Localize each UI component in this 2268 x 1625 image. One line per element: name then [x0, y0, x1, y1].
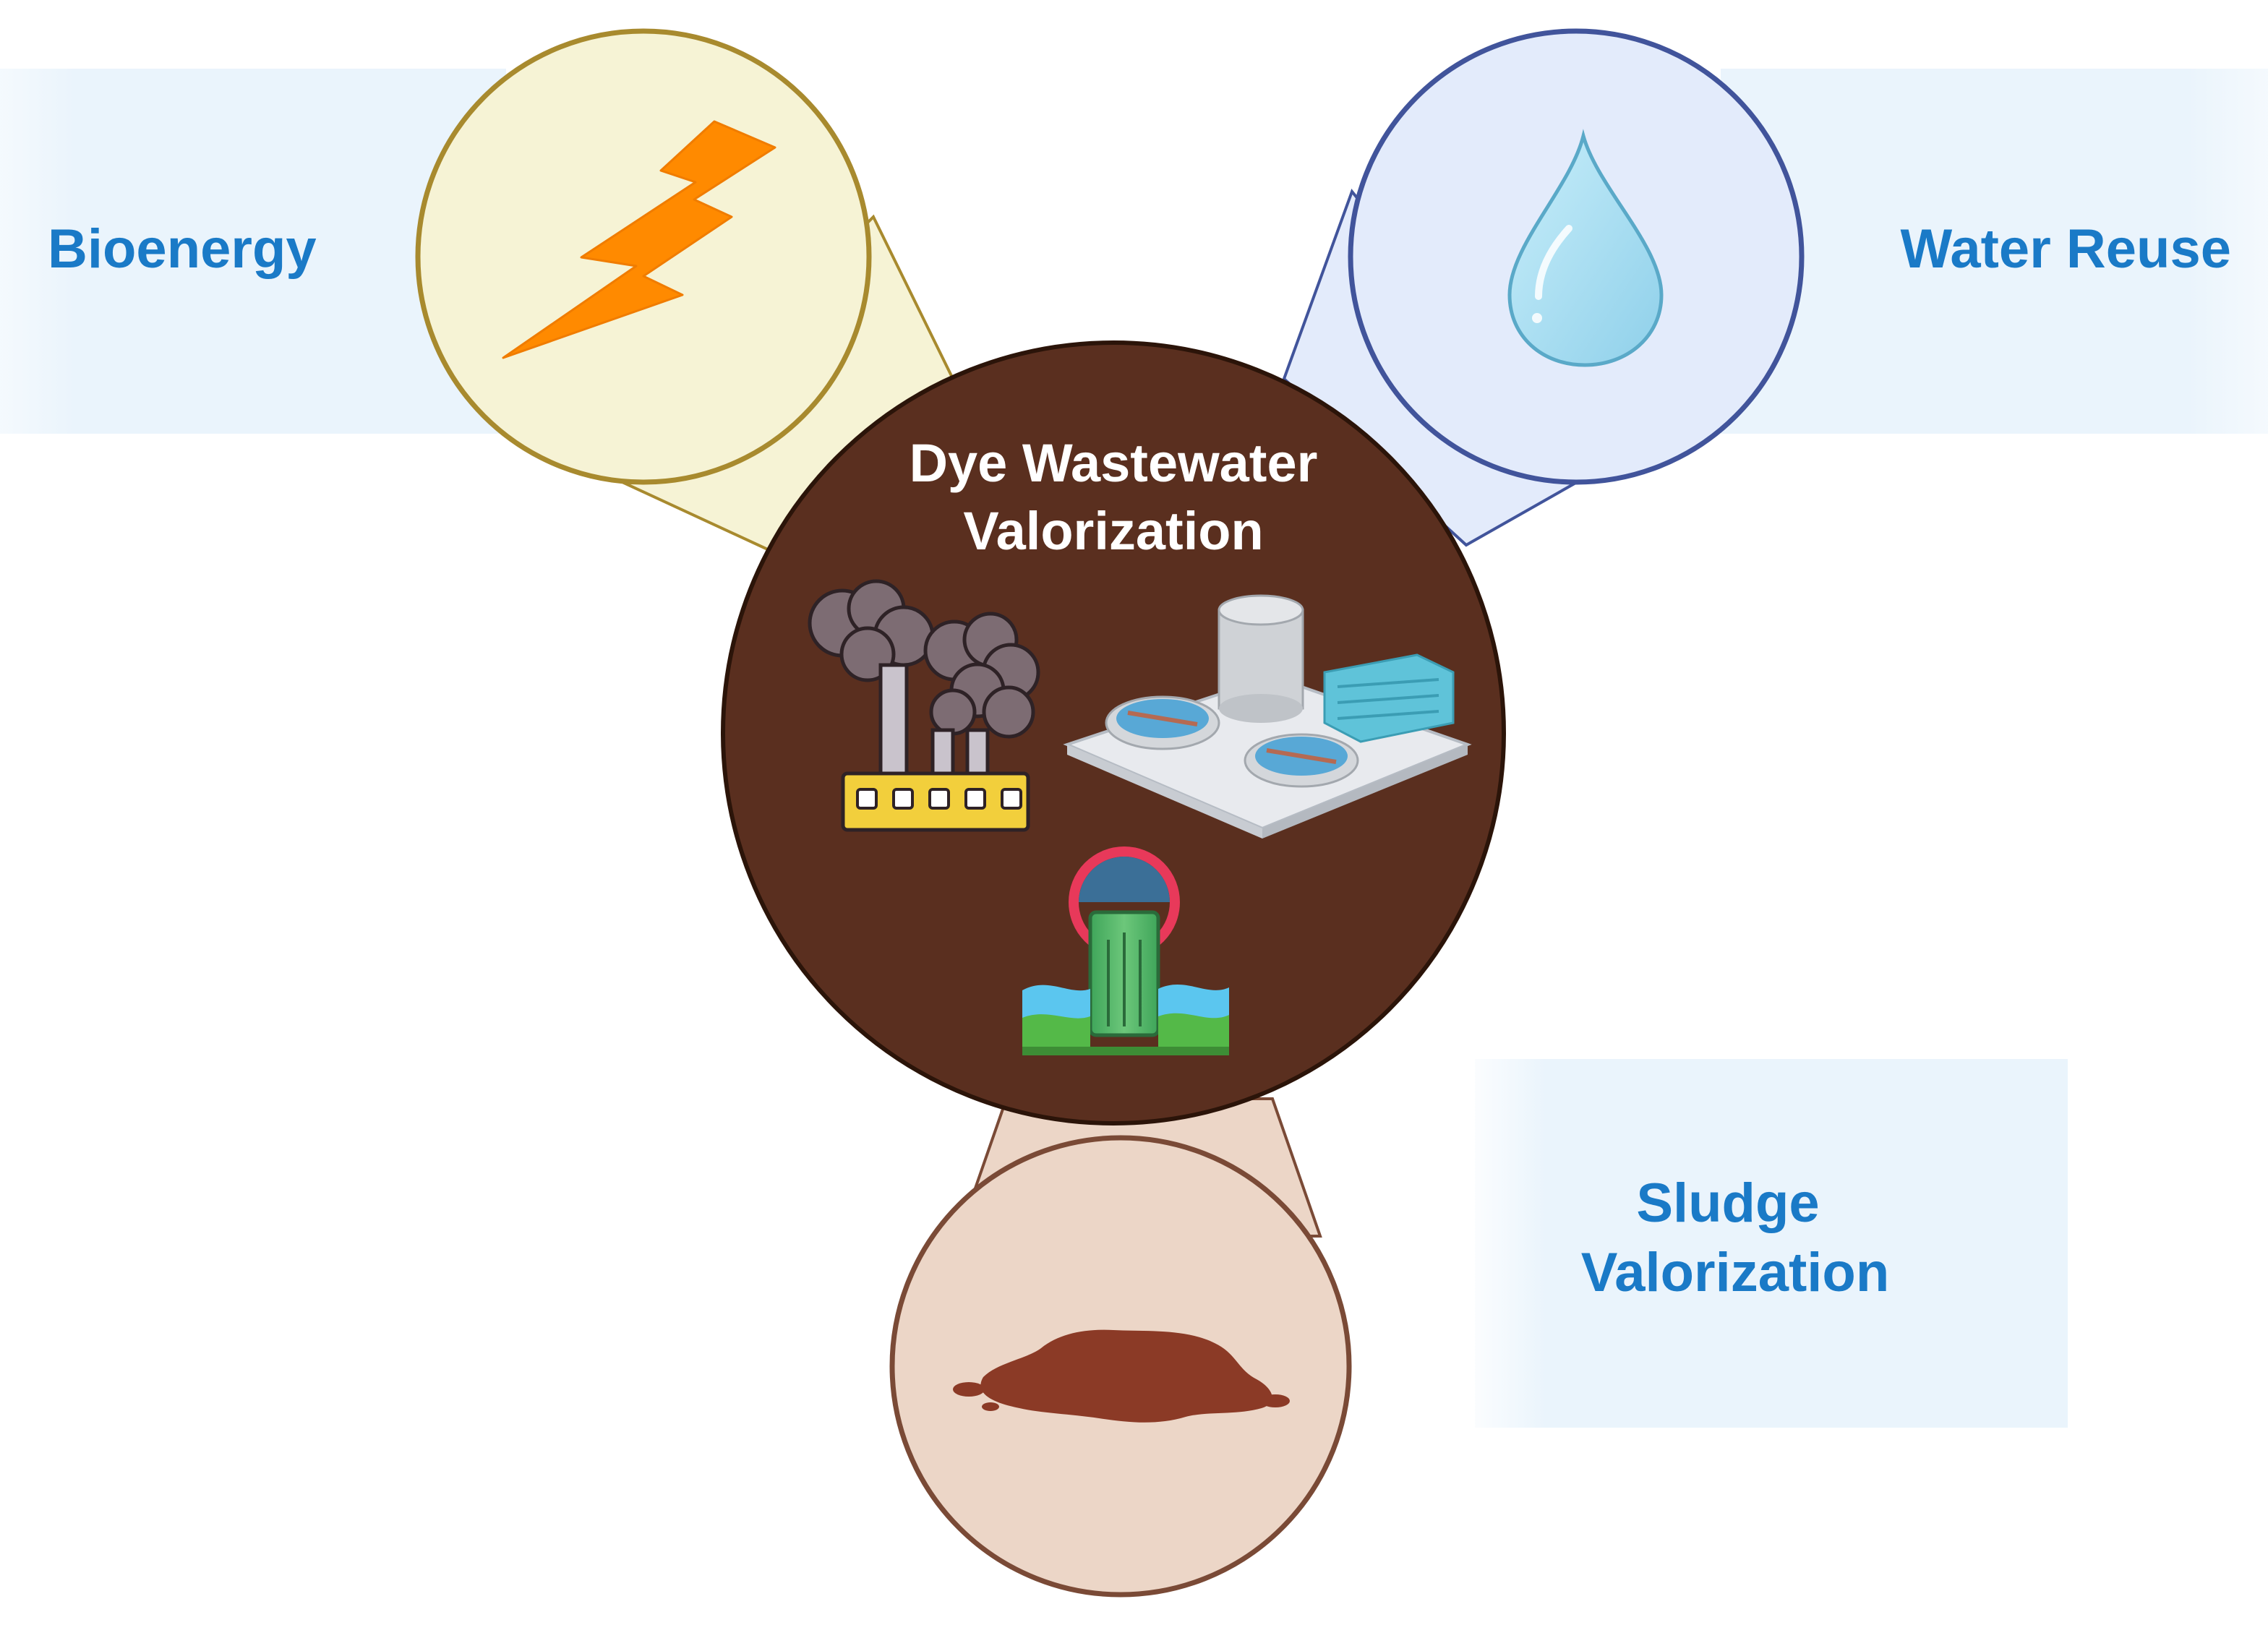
factory-icon: [808, 579, 1040, 832]
center-title-line-1: Dye Wastewater: [910, 433, 1318, 493]
sludge-puddle-icon: [953, 1329, 1290, 1423]
sludge-label-line-1: Sludge: [1636, 1172, 1819, 1234]
water-reuse-band: [1721, 69, 2268, 434]
bioenergy-label: Bioenergy: [48, 218, 317, 280]
water-drop-icon: [1507, 129, 1664, 367]
sludge-label-line-2: Valorization: [1581, 1242, 1890, 1303]
bioenergy-node: [415, 28, 872, 485]
center-title-line-2: Valorization: [963, 501, 1263, 561]
treatment-plant-icon: [1063, 594, 1472, 839]
sludge-node: [889, 1135, 1352, 1598]
water-reuse-label: Water Reuse: [1900, 218, 2231, 280]
water-reuse-node: [1348, 28, 1805, 485]
discharge-pipe-icon: [1022, 846, 1229, 1055]
lightning-bolt-icon: [502, 120, 776, 359]
center-node: Dye Wastewater Valorization: [721, 340, 1506, 1126]
sludge-band: [1475, 1059, 2068, 1428]
